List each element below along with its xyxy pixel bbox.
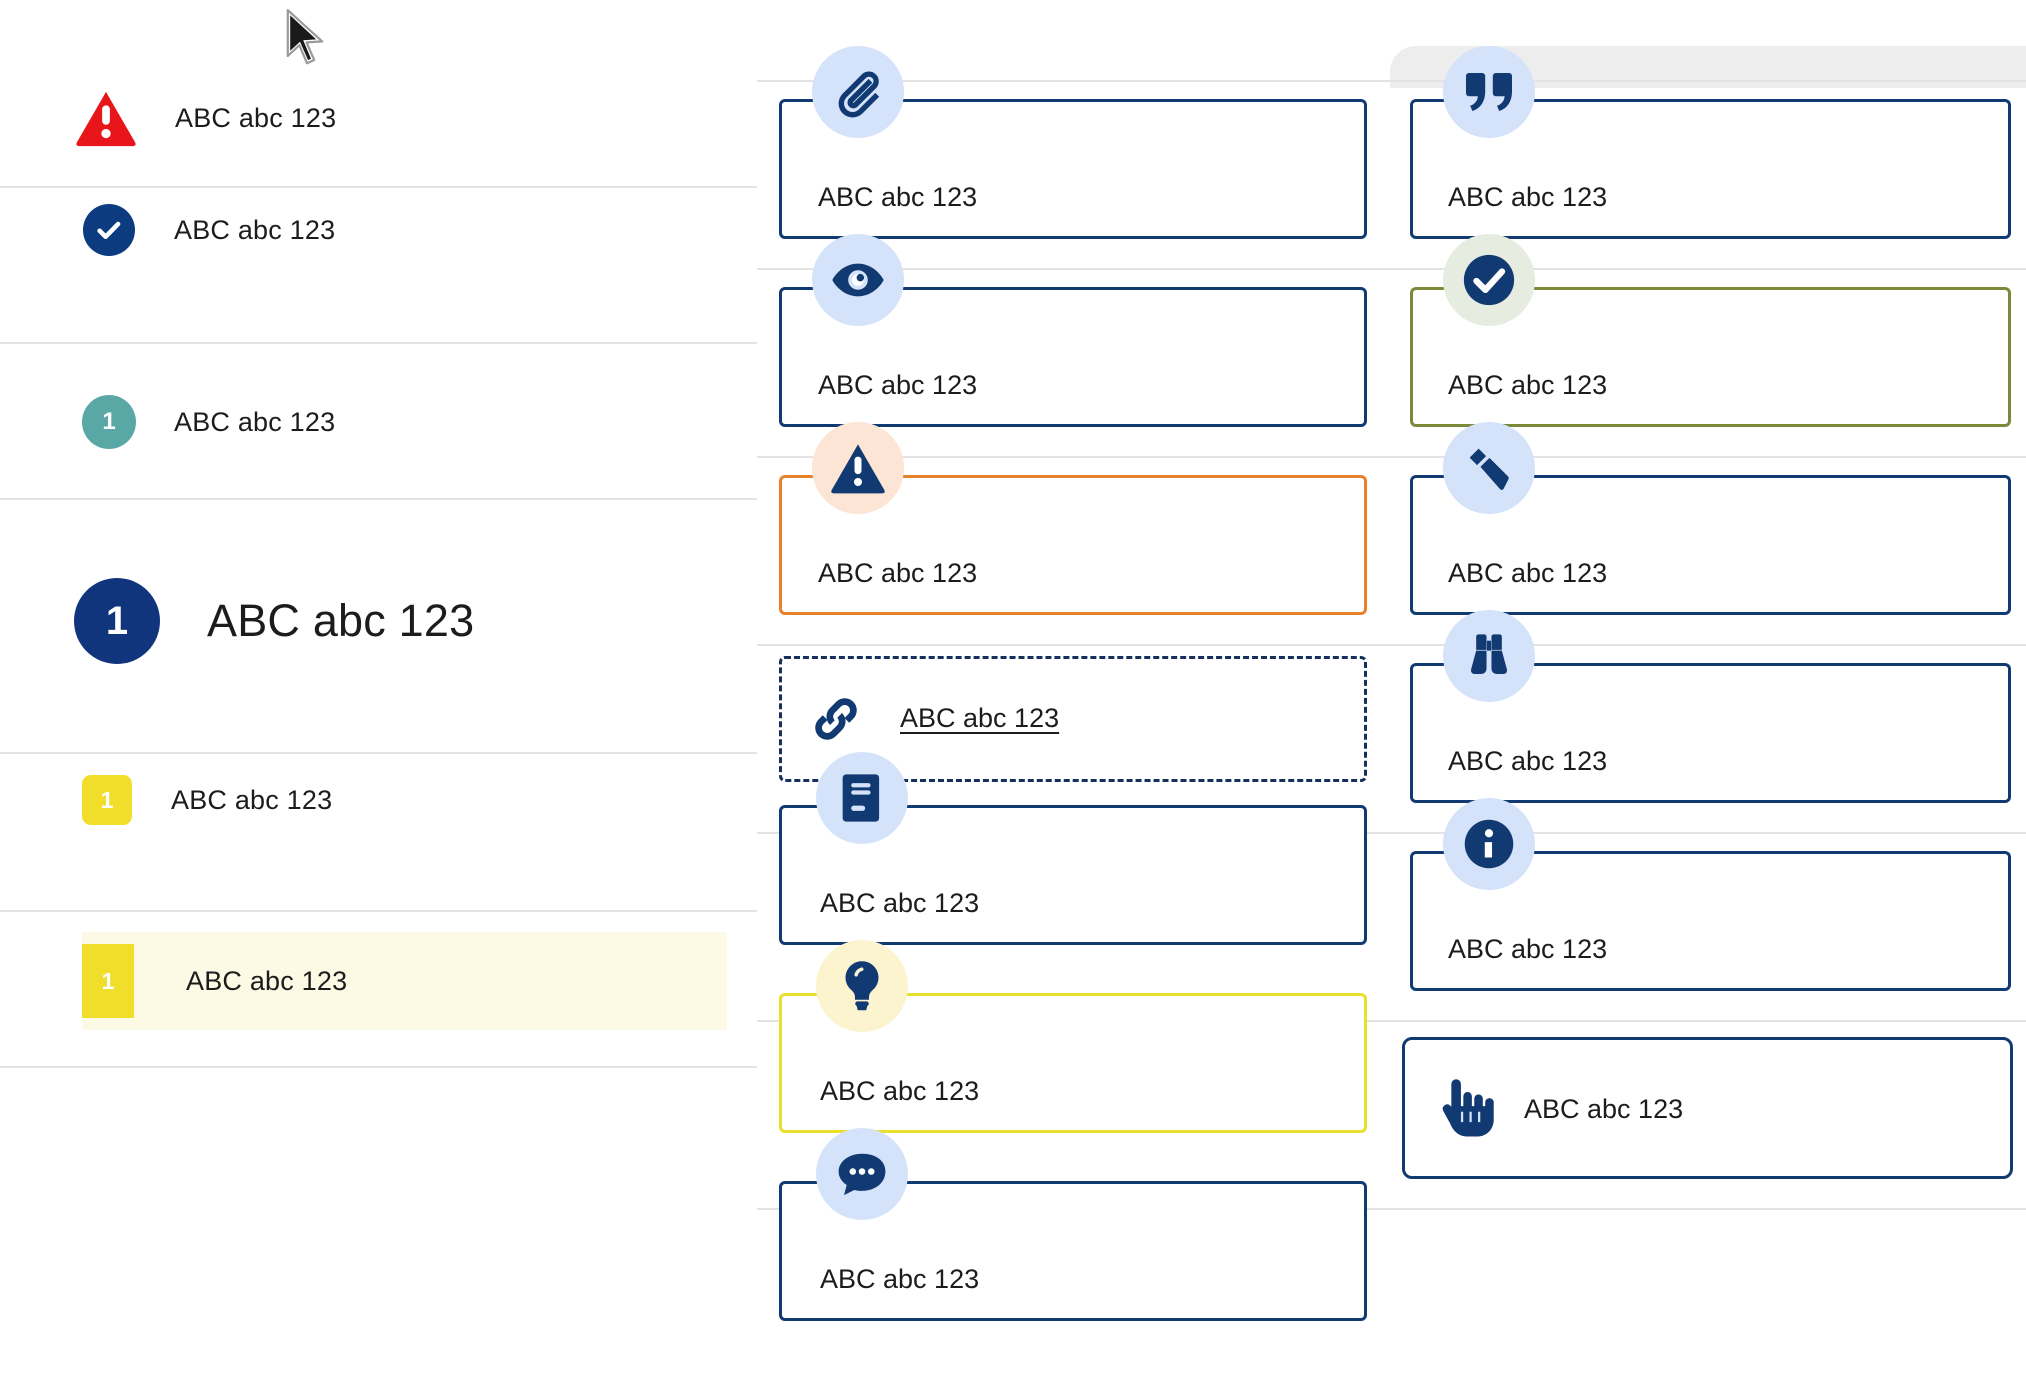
separator [0,910,757,912]
quote-icon [1443,46,1535,138]
separator [0,186,757,188]
list-item-alert-critical[interactable]: ABC abc 123 [75,78,595,158]
separator [757,1020,2026,1022]
list-item-count-navy-big[interactable]: 1 ABC abc 123 [74,575,634,667]
book-icon [816,752,908,844]
warning-triangle-icon [75,89,137,147]
separator [757,832,2026,834]
callout-attachment-label: ABC abc 123 [818,182,978,212]
pencil-icon [1443,422,1535,514]
list-item-status-success[interactable]: ABC abc 123 [83,200,603,260]
list-item-count-yellow[interactable]: 1 ABC abc 123 [82,770,602,830]
separator [757,644,2026,646]
check-circle-icon [83,204,135,256]
callout-link-label[interactable]: ABC abc 123 [900,703,1060,733]
separator [757,268,2026,270]
list-item-label: ABC abc 123 [175,102,337,133]
callout-attachment[interactable] [779,99,1367,239]
list-item-label: ABC abc 123 [174,406,336,437]
separator [0,498,757,500]
callout-confirmed-label: ABC abc 123 [1448,370,1608,400]
callout-reference-label: ABC abc 123 [820,888,980,918]
callout-edit-label: ABC abc 123 [1448,558,1608,588]
callout-quote-label: ABC abc 123 [1448,182,1608,212]
info-icon [1443,798,1535,890]
binoculars-icon [1443,610,1535,702]
link-icon [790,673,882,765]
list-item-label: ABC abc 123 [174,214,336,245]
check-icon [1443,234,1535,326]
separator [757,456,2026,458]
callout-warning-label: ABC abc 123 [818,558,978,588]
separator [0,752,757,754]
warning-icon [812,422,904,514]
callout-action[interactable] [1402,1037,2013,1179]
list-item-count-yellow-highlighted[interactable]: 1 ABC abc 123 [82,932,727,1030]
lightbulb-icon [816,940,908,1032]
list-item-label: ABC abc 123 [171,784,333,815]
callout-preview-label: ABC abc 123 [818,370,978,400]
callout-tip-label: ABC abc 123 [820,1076,980,1106]
eye-icon [812,234,904,326]
list-item-label-large: ABC abc 123 [207,595,475,646]
hand-pointer-icon [1420,1062,1512,1154]
list-item-count-teal[interactable]: 1 ABC abc 123 [82,392,602,452]
callout-observe-label: ABC abc 123 [1448,746,1608,776]
mouse-cursor [285,8,331,75]
chat-bubble-icon [816,1128,908,1220]
callout-info-label: ABC abc 123 [1448,934,1608,964]
count-badge-large: 1 [74,578,160,664]
count-badge-yellow: 1 [82,775,132,825]
separator [757,80,2026,82]
separator [0,342,757,344]
count-badge-yellow-tall: 1 [82,944,134,1018]
paperclip-icon [812,46,904,138]
count-badge: 1 [82,395,136,449]
separator [757,1208,2026,1210]
separator [0,1066,757,1068]
list-item-label: ABC abc 123 [186,965,348,996]
callout-action-label: ABC abc 123 [1524,1094,1684,1124]
callout-comment-label: ABC abc 123 [820,1264,980,1294]
